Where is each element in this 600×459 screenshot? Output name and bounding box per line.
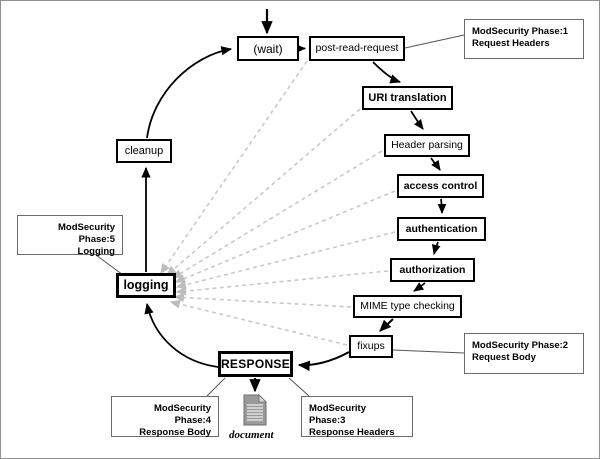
dashed-edge-access-to-logging bbox=[174, 190, 396, 283]
callout-modsecurity-phase-4: ModSecurity Phase:4 Response Body bbox=[111, 396, 219, 439]
edge-header-to-access bbox=[430, 157, 441, 171]
dashed-edge-uri-to-logging bbox=[166, 108, 361, 276]
node-authorization[interactable]: authorization bbox=[390, 258, 475, 282]
callout-phase2-line2: Request Body bbox=[472, 352, 536, 364]
node-mime-type-checking[interactable]: MIME type checking bbox=[353, 295, 462, 318]
node-authentication[interactable]: authentication bbox=[397, 217, 486, 241]
edge-authz-to-mime bbox=[413, 282, 426, 292]
node-uri-translation[interactable]: URI translation bbox=[362, 86, 453, 110]
callout-phase2-line1: ModSecurity Phase:2 bbox=[472, 340, 569, 351]
node-header-parsing[interactable]: Header parsing bbox=[384, 134, 470, 157]
edge-uri-to-header bbox=[410, 110, 424, 130]
leader-phase5 bbox=[95, 254, 124, 276]
leader-phase1 bbox=[404, 34, 465, 49]
callout-phase1-line2: Request Headers bbox=[472, 38, 550, 50]
edge-prr-to-uri bbox=[372, 61, 402, 84]
dashed-edge-header-to-logging bbox=[171, 150, 383, 279]
edge-access-to-authn bbox=[437, 198, 447, 215]
edge-cleanup-to-wait bbox=[146, 46, 233, 139]
leader-phase2 bbox=[392, 349, 465, 354]
dashed-edge-mime-to-logging bbox=[173, 293, 352, 308]
callout-phase3-line2: Response Headers bbox=[309, 427, 395, 439]
node-wait[interactable]: (wait) bbox=[237, 36, 299, 61]
dashed-edge-fixups-to-logging bbox=[169, 299, 348, 346]
node-fixups[interactable]: fixups bbox=[349, 335, 393, 358]
callout-modsecurity-phase-3: ModSecurity Phase:3 Response Headers bbox=[301, 396, 413, 439]
dashed-edge-authz-to-logging bbox=[175, 270, 389, 296]
dashed-edge-prr-to-logging bbox=[160, 60, 308, 275]
callout-modsecurity-phase-5: ModSecurity Phase:5 Logging bbox=[17, 215, 123, 258]
callout-phase5-line1: ModSecurity Phase:5 bbox=[57, 222, 115, 246]
document-icon bbox=[243, 394, 267, 426]
edge-mime-to-fixups bbox=[379, 318, 394, 332]
callout-phase4-line1: ModSecurity Phase:4 bbox=[153, 403, 211, 427]
callout-modsecurity-phase-2: ModSecurity Phase:2 Request Body bbox=[464, 333, 584, 374]
callout-phase5-line2: Logging bbox=[77, 246, 115, 258]
node-access-control[interactable]: access control bbox=[397, 174, 484, 198]
dashed-edge-authn-to-logging bbox=[175, 231, 396, 290]
callout-phase1-line1: ModSecurity Phase:1 bbox=[472, 26, 569, 37]
leader-phase4 bbox=[206, 377, 226, 397]
leader-phase3 bbox=[288, 377, 310, 397]
edge-authn-to-authz bbox=[431, 241, 441, 255]
node-logging[interactable]: logging bbox=[116, 273, 176, 298]
callout-phase3-line1: ModSecurity Phase:3 bbox=[309, 403, 367, 427]
callout-modsecurity-phase-1: ModSecurity Phase:1 Request Headers bbox=[464, 19, 584, 59]
edge-fixups-to-response bbox=[297, 351, 350, 371]
node-response[interactable]: RESPONSE bbox=[218, 351, 293, 377]
callout-phase4-line2: Response Body bbox=[139, 427, 211, 439]
node-cleanup[interactable]: cleanup bbox=[116, 139, 172, 163]
node-post-read-request[interactable]: post-read-request bbox=[309, 36, 405, 61]
document-label: document bbox=[229, 429, 274, 441]
edge-response-to-logging bbox=[144, 302, 219, 368]
